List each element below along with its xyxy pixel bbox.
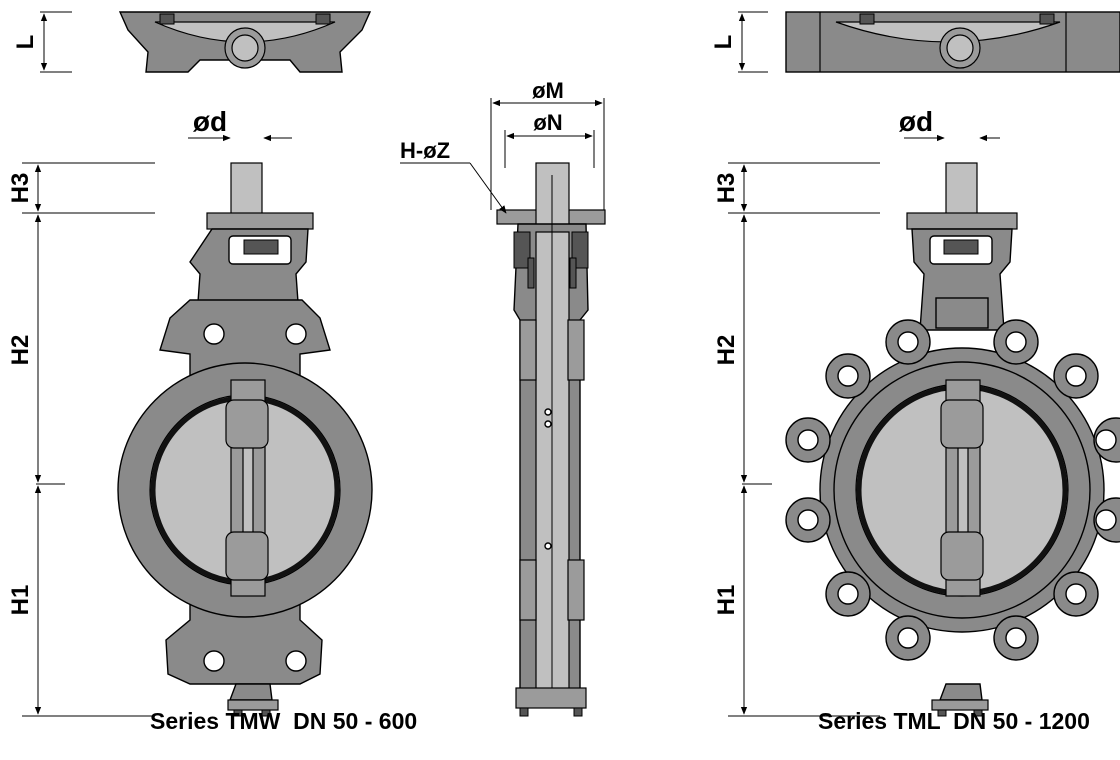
label-hoz: H-øZ xyxy=(400,138,450,163)
label-h3-left: H3 xyxy=(7,173,34,204)
label-od-left: ød xyxy=(193,106,227,137)
dimension-l-left: L xyxy=(12,11,72,73)
label-om: øM xyxy=(532,78,564,103)
label-h1-left: H1 xyxy=(7,585,34,616)
tml-top-view xyxy=(785,11,1120,73)
dimension-h-stack-left: H3 H2 H1 xyxy=(7,162,155,717)
tml-front-view xyxy=(785,162,1120,717)
side-view xyxy=(496,162,606,717)
tmw-front-view xyxy=(117,162,373,717)
label-l-left: L xyxy=(12,35,39,50)
label-h2-right: H2 xyxy=(713,335,740,366)
label-h2-left: H2 xyxy=(7,335,34,366)
label-h1-right: H1 xyxy=(713,585,740,616)
dimension-od-right: ød xyxy=(899,106,1000,142)
dimension-om-on: øM øN H-øZ xyxy=(400,78,605,214)
label-on: øN xyxy=(533,110,562,135)
label-h3-right: H3 xyxy=(713,173,740,204)
caption-tml: Series TML DN 50 - 1200 xyxy=(818,708,1090,734)
caption-tmw: Series TMW DN 50 - 600 xyxy=(150,708,418,734)
label-l-right: L xyxy=(710,35,737,50)
tmw-top-view xyxy=(118,11,372,73)
dimension-l-right: L xyxy=(710,11,768,73)
label-od-right: ød xyxy=(899,106,933,137)
dimension-h-stack-right: H3 H2 H1 xyxy=(713,162,880,717)
dimension-od-left: ød xyxy=(188,106,292,142)
